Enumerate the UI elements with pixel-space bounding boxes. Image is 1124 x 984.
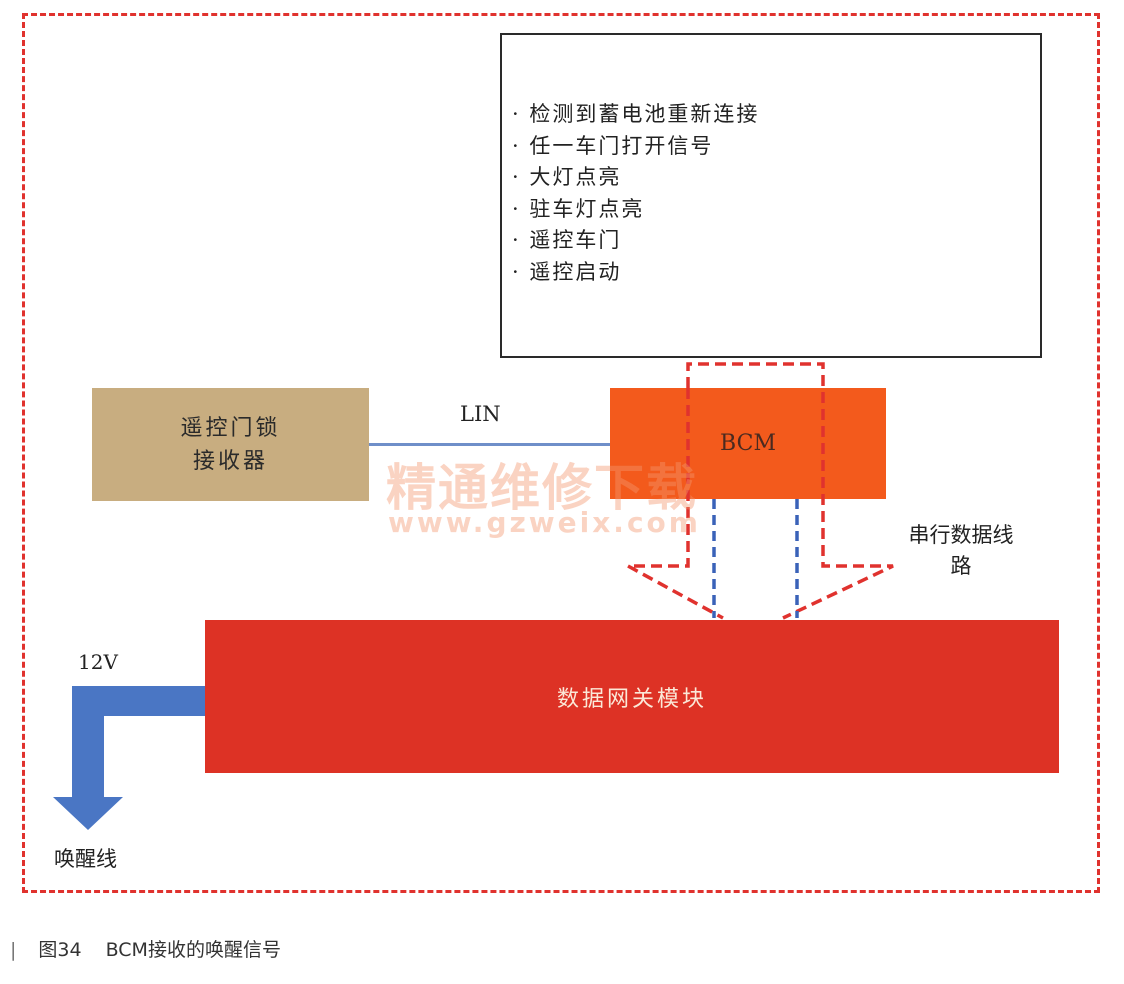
condition-item: 遥控启动 (512, 257, 759, 289)
wakeup-line-label: 唤醒线 (54, 847, 117, 871)
serial-data-arrow-icon (627, 362, 894, 620)
system-boundary (22, 13, 1100, 893)
serial-data-label: 串行数据线路 (908, 523, 1014, 578)
condition-item: 检测到蓄电池重新连接 (512, 99, 759, 131)
wake-arrow-icon (53, 686, 205, 830)
watermark-url: www.gzweix.com (388, 506, 701, 539)
bcm-label: BCM (720, 431, 776, 456)
receiver-label: 遥控门锁接收器 (180, 415, 281, 474)
data-gateway-module: 数据网关模块 (205, 620, 1059, 773)
power-label: 12V (78, 650, 118, 674)
figure-title: BCM接收的唤醒信号 (105, 939, 281, 961)
figure-number: 图34 (38, 939, 82, 961)
condition-item: 遥控车门 (512, 225, 759, 257)
watermark-text: 精通维修下载 (386, 459, 698, 517)
figure-caption: | 图34 BCM接收的唤醒信号 (10, 935, 281, 962)
bcm-module: BCM (610, 388, 886, 499)
wake-conditions-list: 检测到蓄电池重新连接 任一车门打开信号 大灯点亮 驻车灯点亮 遥控车门 遥控启动 (512, 99, 759, 288)
condition-item: 驻车灯点亮 (512, 194, 759, 226)
lin-connection (369, 443, 610, 446)
gateway-label: 数据网关模块 (556, 686, 707, 712)
remote-lock-receiver: 遥控门锁接收器 (92, 388, 369, 501)
lin-label: LIN (460, 402, 501, 426)
caption-bar: | (10, 939, 17, 961)
wake-conditions-box: 检测到蓄电池重新连接 任一车门打开信号 大灯点亮 驻车灯点亮 遥控车门 遥控启动 (500, 33, 1042, 358)
condition-item: 大灯点亮 (512, 162, 759, 194)
condition-item: 任一车门打开信号 (512, 131, 759, 163)
